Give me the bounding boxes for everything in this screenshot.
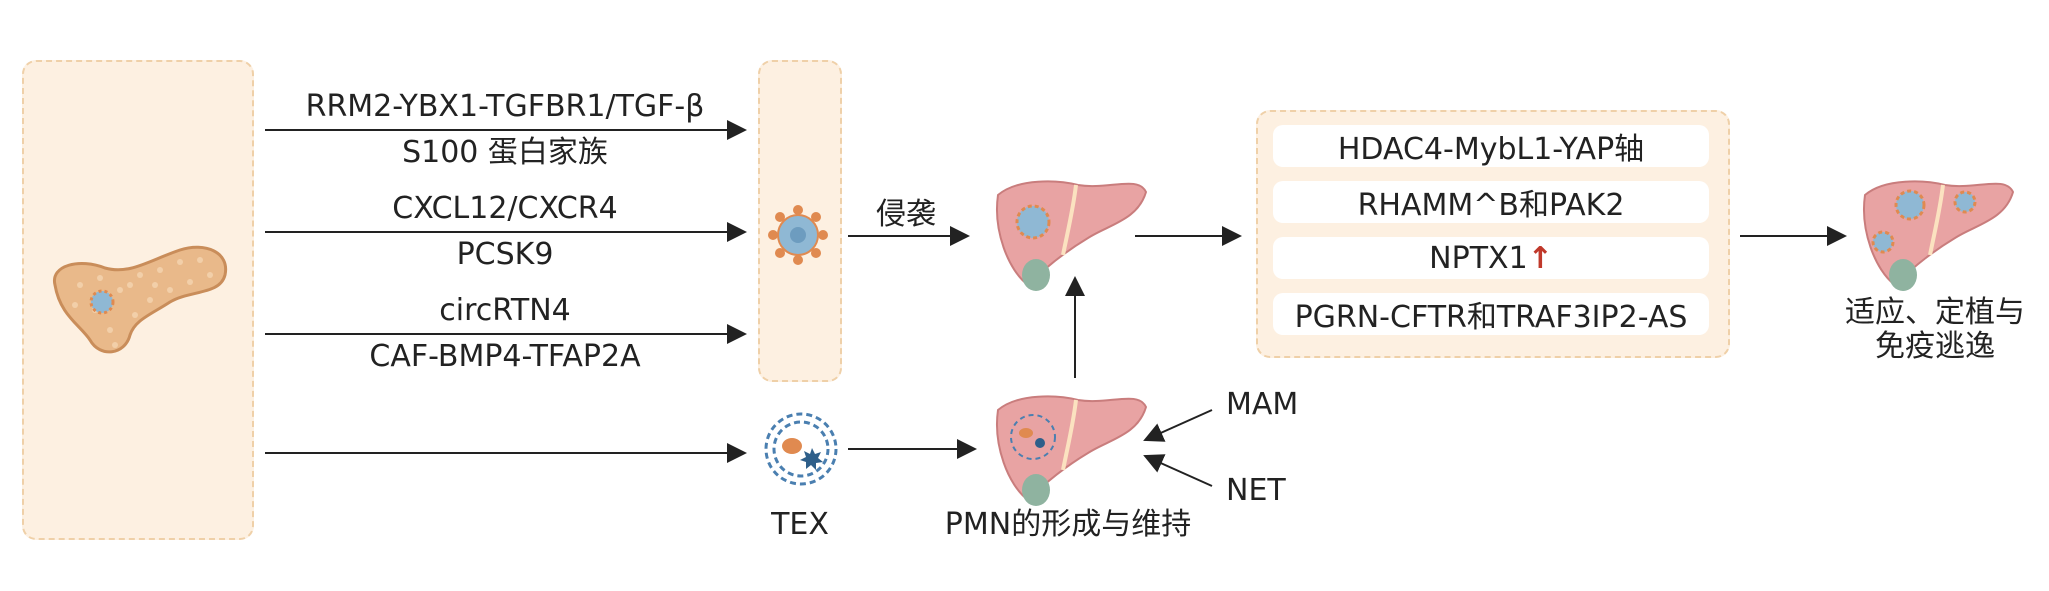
mechanism-text: NPTX1	[1429, 240, 1528, 276]
pathway-1-bottom-label: S100 蛋白家族	[402, 135, 608, 170]
pathway-2-top-label: CXCL12/CXCR4	[392, 191, 618, 226]
mechanism-item: NPTX1↑	[1273, 237, 1709, 279]
pmn-label: PMN的形成与维持	[944, 507, 1192, 542]
tex-label: TEX	[771, 507, 829, 542]
pmn-liver-icon	[996, 395, 1148, 506]
pathway-3-top-label: circRTN4	[439, 293, 571, 328]
pathway-3-bottom-label: CAF-BMP4-TFAP2A	[369, 339, 641, 374]
mam-arrow	[1143, 409, 1213, 442]
tumor-cell-icon	[768, 205, 828, 265]
pancreas-icon	[53, 245, 228, 354]
net-arrow	[1143, 454, 1213, 487]
mechanism-text: HDAC4-MybL1-YAP轴	[1337, 132, 1645, 167]
mechanism-item: HDAC4-MybL1-YAP轴	[1273, 125, 1709, 167]
up-arrow-icon: ↑	[1527, 240, 1553, 276]
mam-label: MAM	[1226, 387, 1299, 422]
outcome-label-line2: 免疫逃逸	[1875, 329, 1995, 364]
pathway-2-bottom-label: PCSK9	[456, 237, 554, 272]
pathway-1-top-label: RRM2-YBX1-TGFBR1/TGF-β	[305, 89, 705, 124]
exosome-icon	[764, 412, 838, 486]
mechanism-item: PGRN-CFTR和TRAF3IP2-AS	[1273, 293, 1709, 335]
mechanism-text: PGRN-CFTR和TRAF3IP2-AS	[1294, 300, 1688, 335]
outcome-liver-icon	[1863, 180, 2015, 291]
invasion-label: 侵袭	[876, 197, 936, 232]
outcome-label-line1: 适应、定植与	[1845, 295, 2025, 330]
net-label: NET	[1226, 473, 1286, 508]
liver-icon	[996, 180, 1148, 291]
mechanism-text: RHAMM^B和PAK2	[1357, 188, 1625, 223]
mechanism-item: RHAMM^B和PAK2	[1273, 181, 1709, 223]
